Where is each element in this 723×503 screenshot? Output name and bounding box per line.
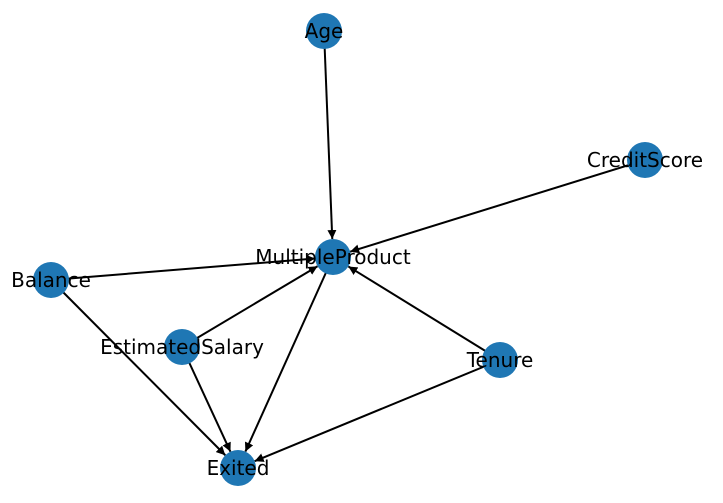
nodes-layer [33, 13, 663, 486]
node-label-balance: Balance [11, 268, 91, 292]
edge-tenure-to-exited [254, 359, 501, 463]
edge-estimatedsalary-to-multipleproduct [181, 265, 319, 348]
node-tenure [482, 342, 518, 378]
node-label-age: Age [305, 19, 344, 43]
node-creditscore [627, 142, 663, 178]
edge-tenure-to-multipleproduct [347, 265, 501, 361]
node-label-exited: Exited [207, 456, 270, 480]
edge-estimatedsalary-to-exited [181, 346, 232, 453]
node-estimatedsalary [164, 329, 200, 365]
edge-multipleproduct-to-exited [244, 256, 334, 452]
node-label-multipleproduct: MultipleProduct [255, 245, 411, 269]
node-label-tenure: Tenure [466, 348, 534, 372]
node-balance [33, 262, 69, 298]
edge-balance-to-multipleproduct [50, 254, 316, 281]
node-exited [220, 450, 256, 486]
edges-layer [50, 30, 646, 463]
node-label-estimatedsalary: EstimatedSalary [100, 335, 264, 359]
edge-creditscore-to-multipleproduct [349, 159, 646, 254]
edge-balance-to-exited [50, 279, 227, 456]
labels-layer: AgeCreditScoreMultipleProductBalanceEsti… [11, 19, 703, 480]
node-multipleproduct [315, 239, 351, 275]
node-age [306, 13, 342, 49]
node-label-creditscore: CreditScore [587, 148, 703, 172]
edge-age-to-multipleproduct [323, 30, 337, 240]
